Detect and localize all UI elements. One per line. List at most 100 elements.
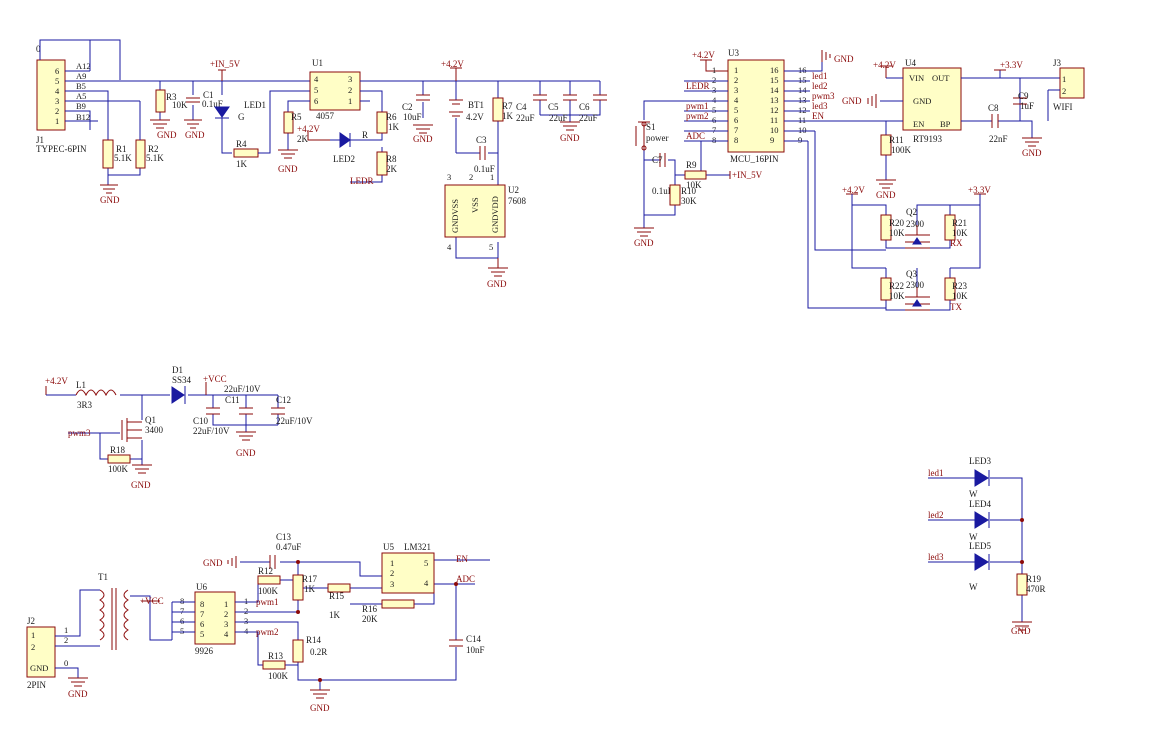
u6-pin-4: 4 [224, 629, 229, 639]
s1-contact-top [641, 121, 647, 127]
j1-signal-a9: A9 [76, 71, 86, 81]
u6-stub-8: 8 [180, 596, 184, 606]
j3-ref: J3 [1053, 58, 1062, 68]
c7-value: 0.1uF [652, 186, 673, 196]
led-junction-2 [1020, 560, 1024, 564]
r9-ref: R9 [686, 160, 697, 170]
charger-section: +IN_5V R3 10K C1 0.1uF GND GND LED1 G R4… [150, 58, 540, 186]
d1-symbol [171, 386, 185, 404]
j1-pin-3: 3 [55, 96, 59, 106]
led4-color: W [969, 532, 978, 542]
u6-stub-1: 1 [244, 596, 248, 606]
r10-body [669, 184, 681, 206]
u2-pin-1: 1 [490, 172, 494, 182]
r14-body [292, 639, 304, 663]
c14-ref: C14 [466, 634, 482, 644]
r22-ref: R22 [889, 281, 904, 291]
c8-value: 22nF [989, 134, 1008, 144]
r12-ref: R12 [258, 566, 273, 576]
q3-value: 2300 [906, 280, 925, 290]
in5v-label-mcu: +IN_5V [732, 170, 763, 180]
r3-body [155, 89, 166, 113]
led1-color: G [238, 112, 245, 122]
u1-pin-6: 6 [314, 96, 318, 106]
r13-body [262, 660, 286, 670]
j1-pin-6: 6 [55, 66, 59, 76]
mcu-net-pwm2: pwm2 [686, 111, 709, 121]
junction-u6-1 [296, 610, 300, 614]
v33-label-q2: +3.3V [968, 185, 991, 195]
r16-ref: R16 [362, 604, 378, 614]
c2-ref: C2 [402, 102, 413, 112]
u6-pin-8: 8 [200, 599, 204, 609]
r11-value: 100K [891, 145, 912, 155]
gnd-label-u5: GND [310, 703, 330, 713]
u6-pin-1: 1 [224, 599, 228, 609]
u3-pin-5: 5 [734, 105, 738, 115]
u3-stub-4: 4 [712, 95, 717, 105]
u3-left-pin-stubs: 1 2 3 4 5 6 7 8 [712, 65, 717, 145]
r13-ref: R13 [268, 651, 284, 661]
j2-body [26, 626, 56, 678]
c6-value: 22uF [579, 113, 598, 123]
led3-net-label: led3 [928, 552, 944, 562]
gnd-label-c13: GND [203, 558, 223, 568]
c8-ref: C8 [988, 103, 999, 113]
mcu-section: +4.2V U3 MCU_16PIN 1 2 3 4 5 6 7 8 16 15… [634, 48, 880, 248]
gnd-label-r11: GND [876, 190, 896, 200]
u3-stub-14: 14 [798, 85, 807, 95]
j2-pin-2: 2 [31, 642, 35, 652]
j3-pin-2: 2 [1062, 86, 1066, 96]
r4-body [233, 148, 259, 158]
mcu-net-pwm1: pwm1 [686, 101, 709, 111]
r9-value: 10K [686, 180, 702, 190]
gnd-label-u4: GND [842, 96, 862, 106]
r8-body [376, 151, 388, 176]
r2-value: 5.1K [146, 153, 164, 163]
u2-pin-vss: VSS [470, 197, 480, 213]
gnd-label-mcu: GND [834, 54, 854, 64]
u1-pin-5: 5 [314, 85, 318, 95]
r21-ref: R21 [952, 218, 967, 228]
r22-body [880, 277, 892, 301]
c5-ref: C5 [548, 102, 559, 112]
gnd-label-r19: GND [1011, 626, 1031, 636]
r5-value: 2K [297, 134, 309, 144]
c14-value: 10nF [466, 645, 485, 655]
j1-gnd-label: GND [100, 195, 120, 205]
v33-label-u4: +3.3V [1000, 60, 1023, 70]
c5-value: 22uF [549, 113, 568, 123]
u6-pin-5: 5 [200, 629, 204, 639]
led5-color: W [969, 582, 978, 592]
q1-ref: Q1 [145, 415, 156, 425]
mcu-net-en: EN [812, 111, 824, 121]
r9-body [684, 170, 707, 180]
v42-label-l1: +4.2V [45, 376, 68, 386]
u4-pin-out: OUT [932, 73, 950, 83]
u3-stub-6: 6 [712, 115, 716, 125]
led5-ref: LED5 [969, 541, 991, 551]
r18-ref: R18 [110, 445, 126, 455]
r10-ref: R10 [681, 186, 697, 196]
c12-ref: C12 [276, 395, 291, 405]
u3-value: MCU_16PIN [730, 154, 779, 164]
u1-ref: U1 [312, 58, 323, 68]
r20-body [880, 214, 892, 241]
r12-value: 100K [258, 586, 279, 596]
r17-value: 1K [304, 584, 316, 594]
u3-right-pin-stubs: 16 15 14 13 12 11 10 9 [798, 65, 807, 145]
gnd-label-c1: GND [185, 130, 205, 140]
u5-pin-1: 1 [390, 558, 394, 568]
u5-body [381, 552, 435, 594]
mcu-net-led3: led3 [812, 101, 828, 111]
r19-value: 470R [1026, 584, 1046, 594]
u3-pin-16: 16 [770, 65, 779, 75]
u3-pin-7: 7 [734, 125, 738, 135]
q1-value: 3400 [145, 425, 164, 435]
q3-arrow [912, 299, 922, 307]
pwm1-label-u6: pwm1 [256, 597, 279, 607]
j3-pin-1: 1 [1062, 74, 1066, 84]
gnd-label-s1: GND [634, 238, 654, 248]
c3-ref: C3 [476, 135, 487, 145]
r13-value: 100K [268, 671, 289, 681]
